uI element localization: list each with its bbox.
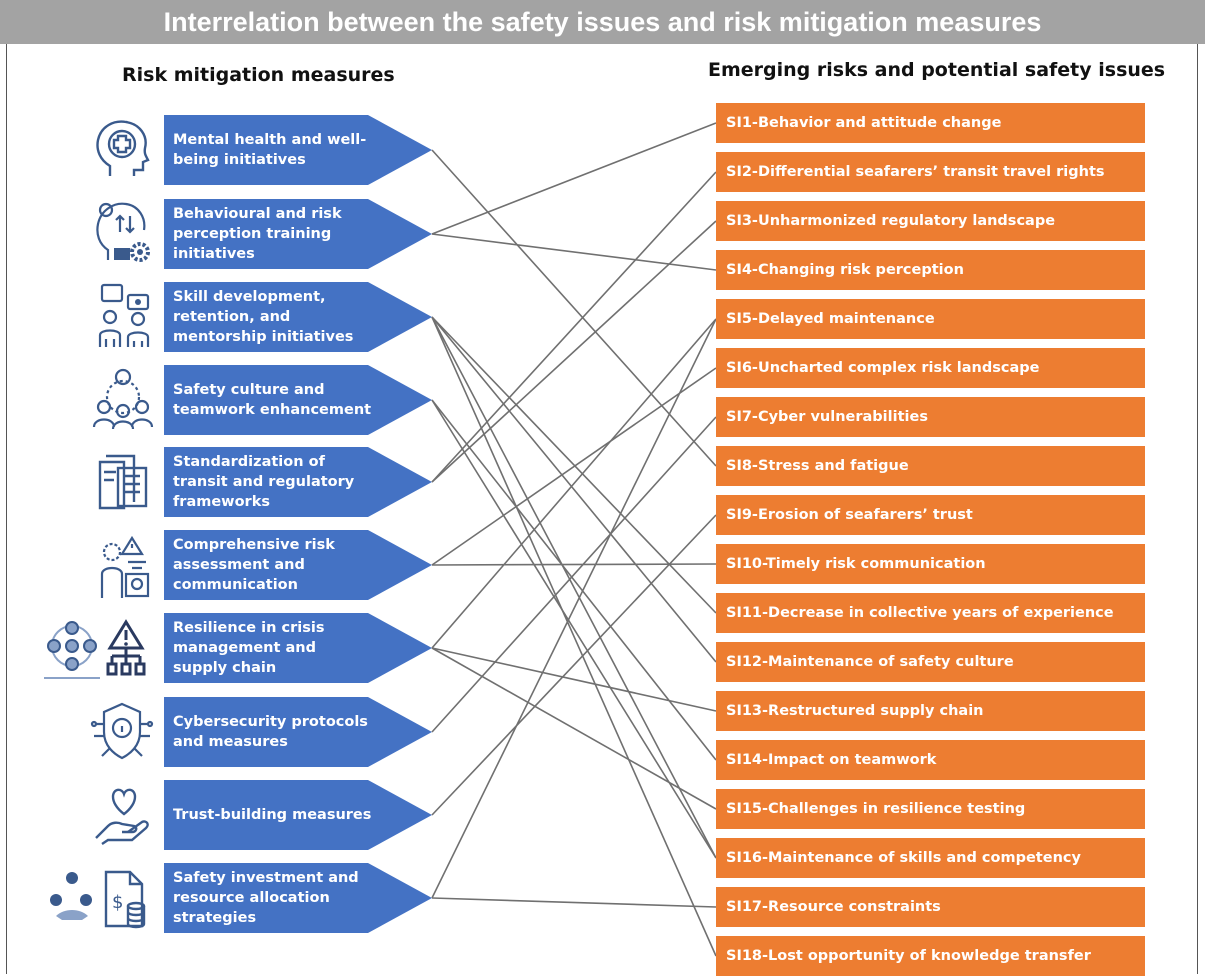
- teamwork-people-circle-icon: [92, 368, 154, 430]
- measure-label: Trust-building measures: [173, 807, 372, 823]
- issue-box: SI5-Delayed maintenance: [716, 299, 1145, 339]
- measure-label: Safety investment and resource allocatio…: [173, 870, 359, 926]
- measure-arrow: Comprehensive risk assessment and commun…: [164, 530, 432, 600]
- measures-heading: Risk mitigation measures: [122, 64, 395, 86]
- connector-line: [431, 367, 717, 566]
- measure-arrow: Safety investment and resource allocatio…: [164, 863, 432, 933]
- connector-line: [431, 399, 717, 859]
- measure-arrow: Mental health and well-being initiatives: [164, 115, 432, 185]
- issues-heading: Emerging risks and potential safety issu…: [708, 59, 1166, 81]
- measure-label: Resilience in crisis management and supp…: [173, 620, 325, 676]
- issue-box: SI10-Timely risk communication: [716, 544, 1145, 584]
- issue-box: SI9-Erosion of seafarers’ trust: [716, 495, 1145, 535]
- connector-line: [431, 316, 717, 957]
- measure-arrow: Standardization of transit and regulator…: [164, 447, 432, 517]
- connector-line: [431, 514, 717, 816]
- measure-label: Standardization of transit and regulator…: [173, 454, 355, 510]
- issue-box: SI13-Restructured supply chain: [716, 691, 1145, 731]
- connector-line: [431, 122, 717, 235]
- investment-coins-icon: $: [50, 870, 146, 929]
- issue-box: SI12-Maintenance of safety culture: [716, 642, 1145, 682]
- behaviour-head-gears-icon: [96, 202, 150, 262]
- risk-assessment-person-icon: [100, 535, 150, 598]
- issue-box: SI7-Cyber vulnerabilities: [716, 397, 1145, 437]
- connector-line: [431, 316, 717, 663]
- issue-box: SI1-Behavior and attitude change: [716, 103, 1145, 143]
- cyber-shield-lock-icon: [90, 702, 154, 760]
- connector-line: [431, 399, 717, 761]
- connector-line: [431, 647, 717, 712]
- connector-line: [431, 233, 717, 271]
- regulatory-document-icon: [98, 454, 148, 510]
- connector-line: [431, 318, 717, 649]
- measure-arrow: Behavioural and risk perception training…: [164, 199, 432, 269]
- connector-line: [431, 171, 717, 483]
- connector-line: [431, 220, 717, 483]
- svg-text:$: $: [112, 892, 123, 913]
- issue-box: SI6-Uncharted complex risk landscape: [716, 348, 1145, 388]
- connector-line: [431, 897, 717, 908]
- connector-line: [431, 149, 717, 467]
- measure-label: Mental health and well-being initiatives: [173, 132, 367, 168]
- measure-arrow: Cybersecurity protocols and measures: [164, 697, 432, 767]
- trust-hand-heart-icon: [95, 788, 149, 845]
- issue-box: SI2-Differential seafarers’ transit trav…: [716, 152, 1145, 192]
- mental-health-head-icon: [96, 120, 150, 176]
- diagram-frame: [6, 44, 1198, 974]
- measure-label: Skill development, retention, and mentor…: [173, 289, 354, 345]
- mentorship-people-icon: [98, 283, 150, 347]
- issue-box: SI4-Changing risk perception: [716, 250, 1145, 290]
- measure-label: Safety culture and teamwork enhancement: [173, 382, 372, 418]
- measure-label: Comprehensive risk assessment and commun…: [173, 537, 335, 593]
- supply-chain-warning-icon: [44, 619, 146, 679]
- issue-box: SI18-Lost opportunity of knowledge trans…: [716, 936, 1145, 976]
- measure-label: Behavioural and risk perception training…: [173, 206, 342, 262]
- page-title: Interrelation between the safety issues …: [0, 0, 1205, 44]
- issue-box: SI11-Decrease in collective years of exp…: [716, 593, 1145, 633]
- issue-box: SI17-Resource constraints: [716, 887, 1145, 927]
- measure-arrow: Safety culture and teamwork enhancement: [164, 365, 432, 435]
- connector-line: [431, 416, 717, 733]
- measure-arrow: Resilience in crisis management and supp…: [164, 613, 432, 683]
- issue-box: SI15-Challenges in resilience testing: [716, 789, 1145, 829]
- connector-line: [431, 647, 717, 810]
- connector-line: [431, 316, 717, 859]
- issue-box: SI3-Unharmonized regulatory landscape: [716, 201, 1145, 241]
- connector-line: [431, 318, 717, 899]
- issue-box: SI14-Impact on teamwork: [716, 740, 1145, 780]
- issue-box: SI16-Maintenance of skills and competenc…: [716, 838, 1145, 878]
- measure-arrow: Trust-building measures: [164, 780, 432, 850]
- measure-label: Cybersecurity protocols and measures: [173, 714, 368, 750]
- connector-line: [431, 563, 717, 566]
- issue-box: SI8-Stress and fatigue: [716, 446, 1145, 486]
- measure-arrow: Skill development, retention, and mentor…: [164, 282, 432, 352]
